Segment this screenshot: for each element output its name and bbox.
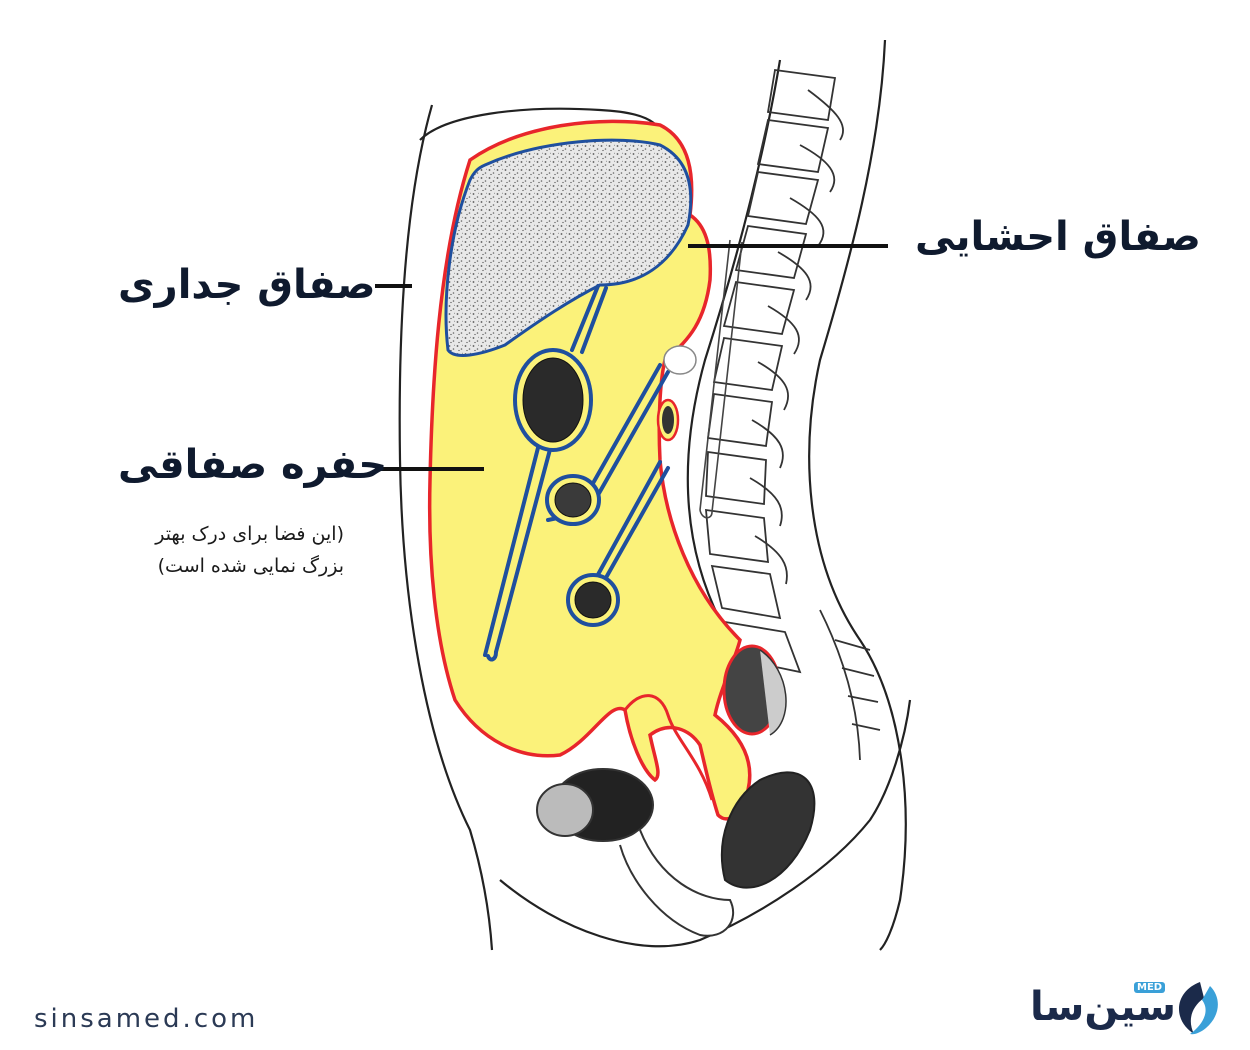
label-visceral-peritoneum: صفاق احشایی bbox=[915, 214, 1201, 260]
intestines bbox=[513, 345, 697, 627]
label-parietal-peritoneum: صفاق جداری bbox=[118, 262, 376, 308]
note-line-1: (این فضا برای درک بهتر bbox=[155, 523, 344, 545]
brand-badge: MED bbox=[1134, 982, 1166, 993]
sinsa-logo-icon bbox=[1178, 982, 1218, 1035]
spine bbox=[705, 68, 881, 761]
liver bbox=[444, 138, 693, 357]
label-peritoneal-cavity: حفره صفاقی bbox=[118, 442, 388, 488]
note-line-2: بزرگ نمایی شده است) bbox=[157, 555, 344, 577]
website-url[interactable]: sinsamed.com bbox=[34, 1004, 259, 1034]
pelvic-organs bbox=[536, 644, 816, 937]
aorta bbox=[699, 239, 743, 519]
brand-logo[interactable]: سین‌سا MED bbox=[1030, 978, 1230, 1038]
leader-lines bbox=[375, 244, 888, 471]
body-wall bbox=[398, 39, 912, 951]
magnification-note: (این فضا برای درک بهتر بزرگ نمایی شده اس… bbox=[98, 518, 344, 582]
